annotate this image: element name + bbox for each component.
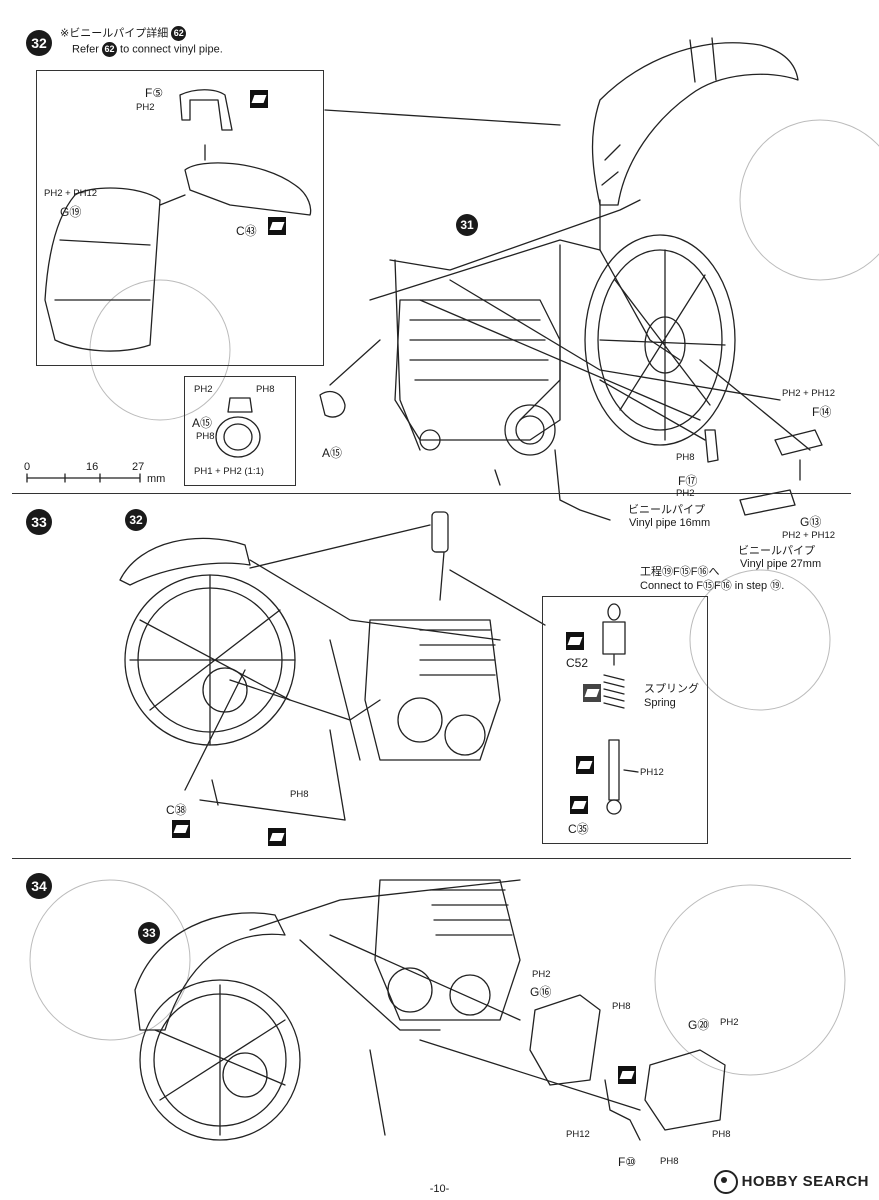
step-separator (12, 493, 851, 494)
vinyl-pipe-note-en: Refer 62 to connect vinyl pipe. (72, 42, 223, 57)
glue-ph2-ph12-label: PH2 + PH12 (782, 530, 836, 541)
step-number: 33 (26, 509, 52, 535)
glue-ph2-label: PH2 (720, 1017, 739, 1028)
glue-ph2-label: PH2 (532, 969, 551, 980)
spring-label-jp: スプリング (644, 683, 699, 695)
ref-step-32: 32 (125, 509, 147, 531)
glue-ph2-label: PH2 (676, 488, 695, 499)
glue-ph8-label: PH8 (290, 789, 309, 800)
page-number: -10- (429, 1183, 450, 1195)
part-c35-label: C㉟ (568, 822, 589, 836)
glue-ph8-label: PH8 (676, 452, 695, 463)
vinyl-pipe-27-en: Vinyl pipe 27mm (740, 558, 822, 570)
vinyl-pipe-16-en: Vinyl pipe 16mm (629, 517, 711, 529)
vinyl-pipe-27-jp: ビニールパイプ (738, 545, 815, 557)
cement-icon (570, 796, 588, 814)
glue-ph12-label: PH12 (566, 1129, 590, 1140)
step-separator (12, 858, 851, 859)
a15-detail-box (184, 376, 296, 486)
cement-icon (268, 217, 286, 235)
scale-max: 27 (132, 461, 145, 473)
part-g13-label: G⑬ (800, 515, 822, 529)
part-f17-label: F⑰ (678, 474, 698, 488)
connect-note-jp: 工程⑲F⑮F⑯へ (640, 566, 720, 578)
step-number: 32 (26, 30, 52, 56)
cement-icon (618, 1066, 636, 1084)
ref-step-31: 31 (456, 214, 478, 236)
part-c38-label: C㊳ (166, 803, 187, 817)
cement-icon (576, 756, 594, 774)
glue-ph8-label: PH8 (712, 1129, 731, 1140)
part-g19-label: G⑲ (60, 205, 82, 219)
glue-ph8-label: PH8 (612, 1001, 631, 1012)
glue-ph2-label: PH2 (194, 384, 213, 395)
glue-ph2-ph12-label: PH2 + PH12 (44, 188, 98, 199)
hobby-search-logo-icon (713, 1170, 738, 1194)
vinyl-pipe-note-jp: ※ビニールパイプ詳細 62 (60, 26, 187, 41)
fender-detail-box (36, 70, 324, 366)
scale-mid: 16 (86, 461, 99, 473)
glue-ph8-label: PH8 (196, 431, 215, 442)
cement-icon (172, 820, 190, 838)
part-f14-label: F⑭ (812, 405, 832, 419)
cement-icon (268, 828, 286, 846)
ref-step-33: 33 (138, 922, 160, 944)
cement-icon (566, 632, 584, 650)
part-a15-label: A⑮ (192, 416, 213, 430)
glue-ph8-label: PH8 (256, 384, 275, 395)
shock-detail-box (542, 596, 708, 844)
step-number: 34 (26, 873, 52, 899)
glue-ph1-ph2-label: PH1 + PH2 (1:1) (194, 466, 264, 477)
connect-note-en: Connect to F⑮F⑯ in step ⑲. (640, 580, 785, 592)
part-f10-label: F⑩ (618, 1155, 637, 1169)
part-c43-label: C㊸ (236, 224, 257, 238)
part-g16-label: G⑯ (530, 985, 552, 999)
part-a15-callout: A⑮ (322, 446, 343, 460)
cement-icon (250, 90, 268, 108)
glue-ph12-label: PH12 (640, 767, 664, 778)
watermark: HOBBY SEARCH (713, 1170, 869, 1194)
spring-label-en: Spring (644, 697, 676, 709)
glue-ph2-label: PH2 (136, 102, 155, 113)
scale-unit: mm (147, 473, 166, 485)
glue-ph2-ph12-label: PH2 + PH12 (782, 388, 836, 399)
glue-ph8-label: PH8 (660, 1156, 679, 1167)
part-c52-label: C52 (566, 656, 589, 670)
part-f5-label: F⑤ (145, 86, 164, 100)
no-glue-icon (583, 684, 601, 702)
part-g20-label: G⑳ (688, 1018, 710, 1032)
vinyl-pipe-16-jp: ビニールパイプ (628, 504, 705, 516)
scale-zero: 0 (24, 461, 31, 473)
